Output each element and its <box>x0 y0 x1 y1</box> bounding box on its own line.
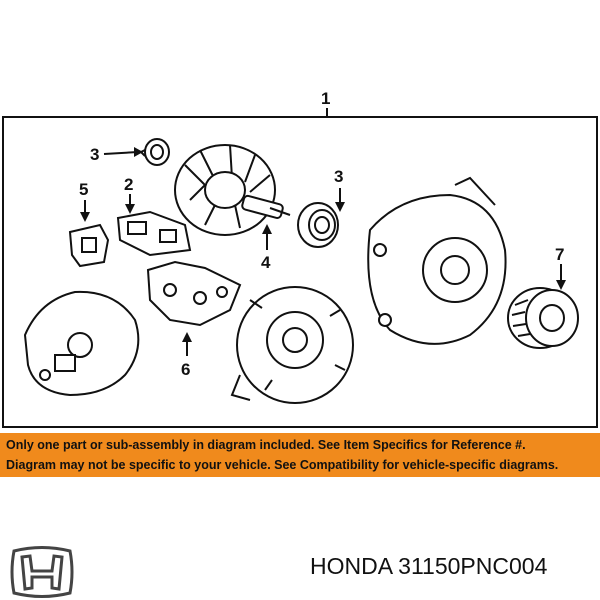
brush-holder <box>116 210 192 257</box>
part-number-label: HONDA 31150PNC004 <box>310 553 548 579</box>
disclaimer-banner: Only one part or sub-assembly in diagram… <box>0 433 600 477</box>
callout-1: 1 <box>321 89 330 108</box>
pulley <box>507 287 579 349</box>
rectifier <box>146 260 242 327</box>
leader-3a <box>103 151 139 155</box>
honda-h-logo-icon <box>10 546 74 598</box>
arrow-2 <box>125 204 135 214</box>
voltage-regulator <box>68 223 110 268</box>
arrow-6 <box>182 332 192 342</box>
arrow-4 <box>262 224 272 234</box>
callout-3b: 3 <box>334 167 343 186</box>
rear-housing <box>230 286 354 404</box>
callout-5: 5 <box>79 180 88 199</box>
arrow-3a <box>134 147 143 157</box>
arrow-5 <box>80 212 90 222</box>
arrow-3b <box>335 202 345 212</box>
exploded-parts-diagram: 1 3 4 3 2 5 <box>2 89 598 428</box>
callout-6: 6 <box>181 360 190 379</box>
callout-3a: 3 <box>90 145 99 164</box>
front-housing <box>367 176 507 345</box>
callout-7: 7 <box>555 245 564 264</box>
disclaimer-line-1: Only one part or sub-assembly in diagram… <box>6 438 526 452</box>
callout-2: 2 <box>124 175 133 194</box>
bearing-large <box>297 202 339 248</box>
callout-4: 4 <box>261 253 271 272</box>
rear-cover <box>23 290 140 397</box>
rotor-assembly <box>174 144 291 236</box>
disclaimer-line-2: Diagram may not be specific to your vehi… <box>6 458 559 472</box>
bearing-small <box>139 138 170 166</box>
arrow-7 <box>556 280 566 290</box>
diagram-frame <box>2 116 598 428</box>
